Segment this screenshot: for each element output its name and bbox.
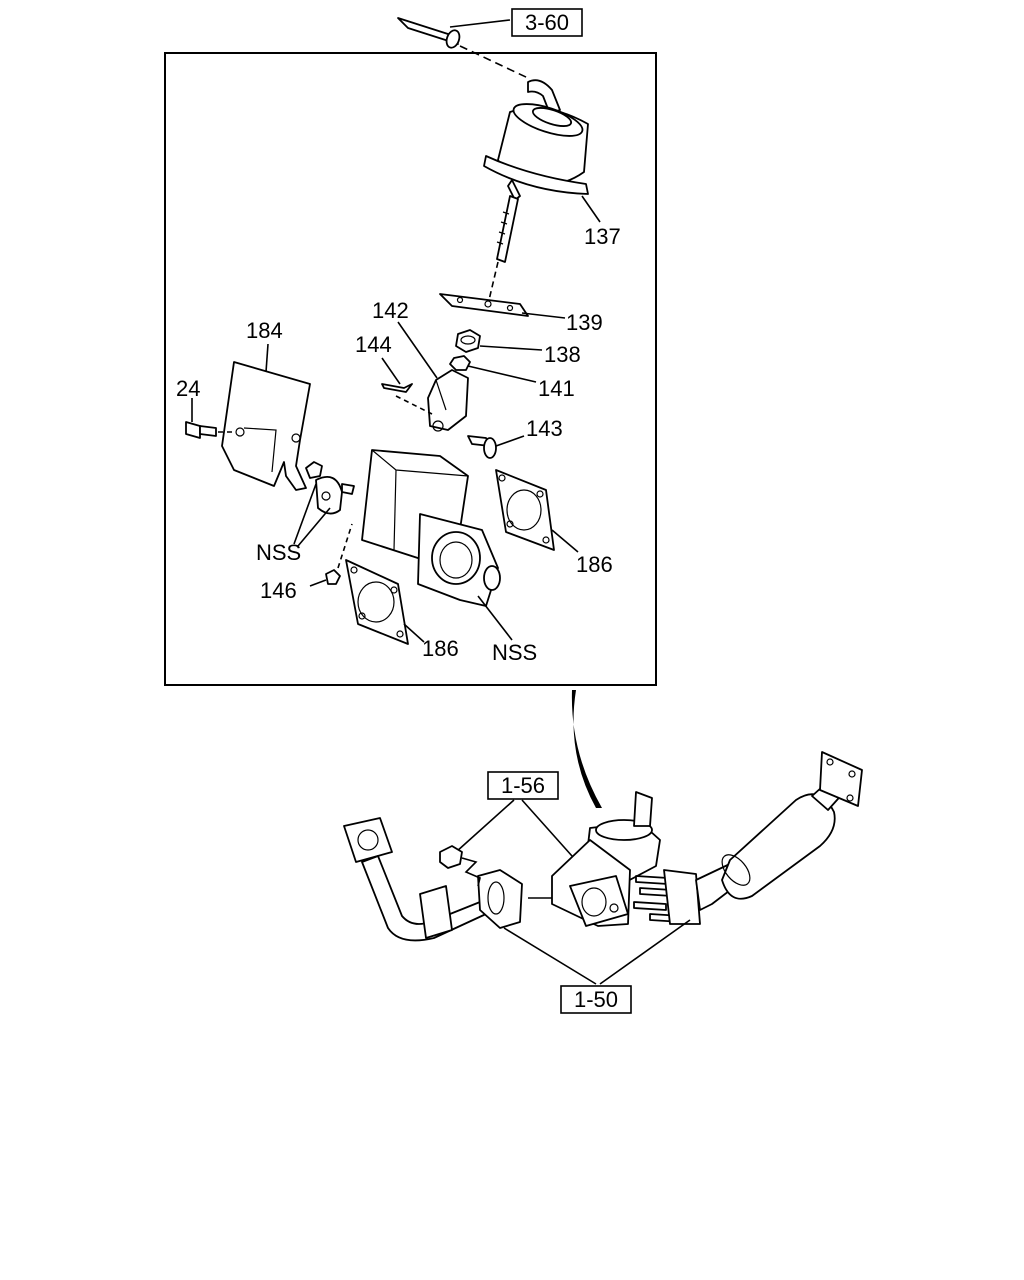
callout-184: 184 bbox=[246, 318, 283, 343]
cotter-pin bbox=[381, 383, 413, 393]
callout-144: 144 bbox=[355, 332, 392, 357]
ref-box-1-50: 1-50 bbox=[560, 985, 632, 1014]
flange-studs bbox=[633, 869, 701, 925]
mounting-plate bbox=[439, 293, 529, 317]
ref-1-56-label: 1-56 bbox=[501, 773, 545, 798]
callout-24: 24 bbox=[176, 376, 200, 401]
heat-shield bbox=[221, 361, 311, 491]
ref-1-50-label: 1-50 bbox=[574, 987, 618, 1012]
valve-body-flange bbox=[417, 513, 501, 607]
nut-138 bbox=[455, 329, 481, 353]
callout-nss-1: NSS bbox=[256, 540, 301, 565]
nut-146 bbox=[325, 569, 341, 585]
callout-186-lower: 186 bbox=[422, 636, 459, 661]
bolt-24 bbox=[185, 421, 217, 439]
gasket-upper bbox=[495, 469, 555, 551]
callout-nss-2: NSS bbox=[492, 640, 537, 665]
ref-box-3-60: 3-60 bbox=[511, 8, 583, 37]
front-exhaust-pipe bbox=[343, 817, 523, 942]
flange-nut bbox=[439, 845, 463, 869]
callout-138: 138 bbox=[544, 342, 581, 367]
catalytic-converter bbox=[695, 751, 863, 911]
callout-142: 142 bbox=[372, 298, 409, 323]
detail-frame bbox=[164, 52, 657, 686]
vacuum-hose bbox=[397, 17, 529, 79]
ref-box-1-56: 1-56 bbox=[487, 771, 559, 800]
vacuum-actuator bbox=[483, 79, 589, 301]
callout-141: 141 bbox=[538, 376, 575, 401]
callout-146: 146 bbox=[260, 578, 297, 603]
callout-143: 143 bbox=[526, 416, 563, 441]
throttle-lever bbox=[427, 369, 469, 432]
nut-141 bbox=[449, 355, 471, 371]
callout-186-upper: 186 bbox=[576, 552, 613, 577]
exhaust-throttle-valve-assembly bbox=[551, 791, 661, 927]
detail-pointer bbox=[571, 690, 602, 808]
clevis-pin bbox=[467, 435, 497, 459]
valve-shaft-plate bbox=[305, 461, 355, 515]
callout-137: 137 bbox=[584, 224, 621, 249]
callout-139: 139 bbox=[566, 310, 603, 335]
gasket-lower bbox=[345, 559, 409, 645]
ref-3-60-label: 3-60 bbox=[525, 10, 569, 35]
